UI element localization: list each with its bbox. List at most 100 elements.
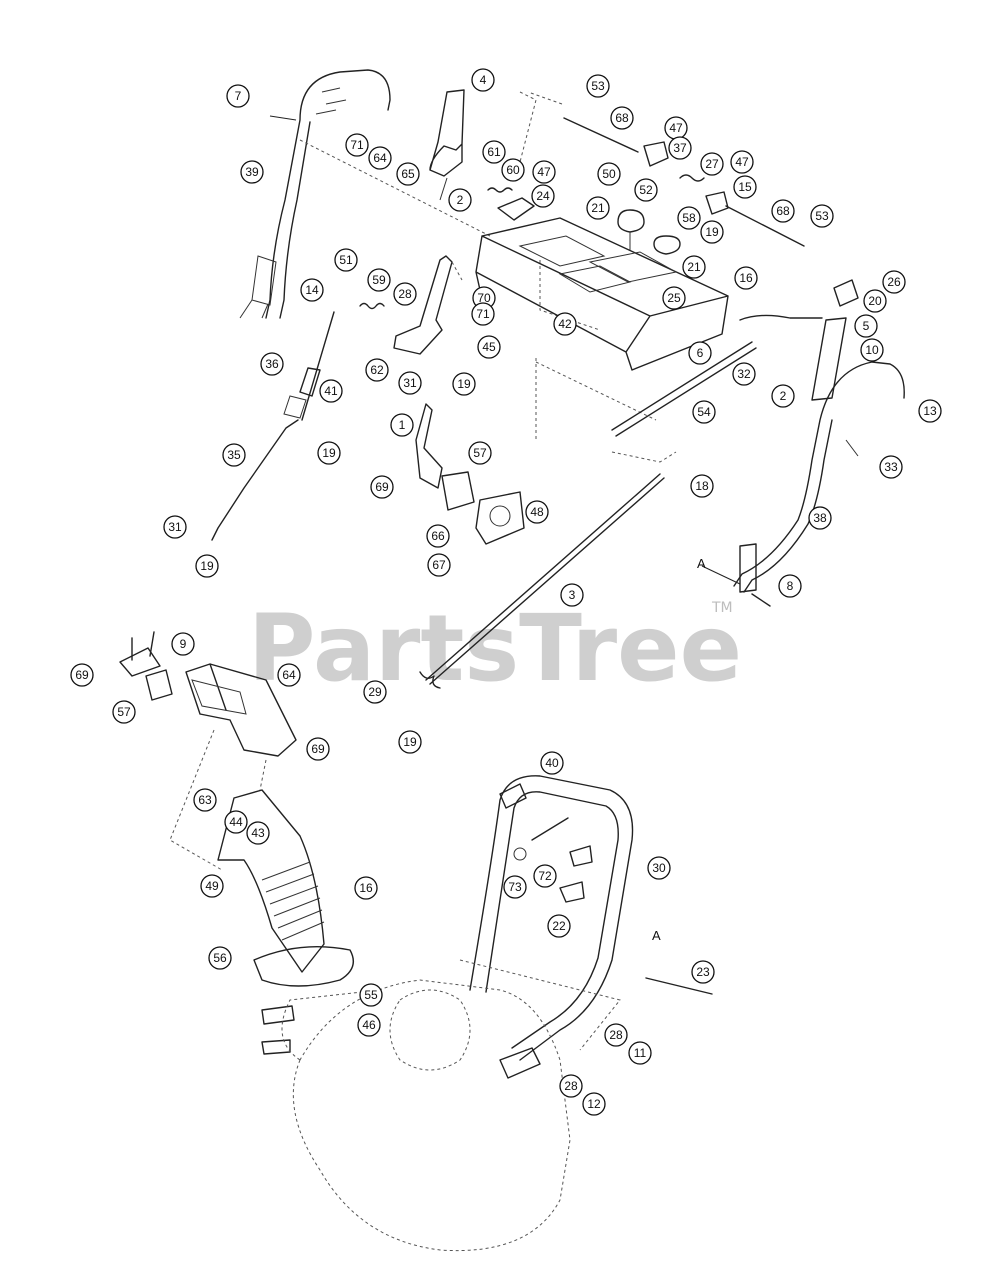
callout-number: 11 xyxy=(634,1046,647,1060)
left-handle-drawing xyxy=(265,69,391,319)
watermark-tm: TM xyxy=(711,600,733,616)
callout-number: 15 xyxy=(738,180,752,194)
callout-number: 69 xyxy=(375,480,389,494)
callout-bubble xyxy=(222,443,246,467)
callout-c28b: 28 xyxy=(604,1023,628,1047)
callout-bubble xyxy=(370,475,394,499)
callout-c19a: 19 xyxy=(700,220,724,244)
bracket-62-drawing xyxy=(393,255,453,355)
callout-number: 69 xyxy=(75,668,89,682)
callout-bubble xyxy=(393,282,417,306)
callout-c57b: 57 xyxy=(112,700,136,724)
callout-c16a: 16 xyxy=(734,266,758,290)
callout-bubble xyxy=(540,751,564,775)
rod-3-hook-drawing xyxy=(419,671,441,689)
callout-number: 28 xyxy=(564,1079,578,1093)
callout-bubble xyxy=(365,358,389,382)
callout-number: 69 xyxy=(311,742,325,756)
chute-deflector-64-drawing xyxy=(185,663,297,757)
bracket-4-drawing xyxy=(429,89,465,177)
callout-number: 22 xyxy=(552,919,566,933)
callout-bubble xyxy=(682,255,706,279)
callout-number: 19 xyxy=(705,225,719,239)
bracket-5-drawing xyxy=(811,317,847,401)
rod-54-drawing xyxy=(611,341,753,431)
callout-bubble xyxy=(668,136,692,160)
callout-number: 54 xyxy=(697,405,711,419)
callout-c51: 51 xyxy=(334,248,358,272)
bracket-30-drawing xyxy=(569,845,593,867)
bracket-22-drawing xyxy=(559,881,585,903)
callout-bubble xyxy=(471,68,495,92)
callout-c12: 12 xyxy=(582,1092,606,1116)
callout-c67: 67 xyxy=(427,553,451,577)
callout-number: 64 xyxy=(373,151,387,165)
callout-bubble xyxy=(677,206,701,230)
callout-number: 19 xyxy=(457,377,471,391)
right-handle-drawing xyxy=(733,361,905,593)
callout-number: 68 xyxy=(776,204,790,218)
callout-c21a: 21 xyxy=(586,196,610,220)
callout-number: 4 xyxy=(480,73,487,87)
callout-c24: 24 xyxy=(531,184,555,208)
callout-bubble xyxy=(468,441,492,465)
callout-number: 36 xyxy=(265,357,279,371)
callout-c58: 58 xyxy=(677,206,701,230)
callout-number: 71 xyxy=(350,138,364,152)
callout-number: 31 xyxy=(403,376,417,390)
callout-number: 12 xyxy=(587,1097,601,1111)
callout-c18: 18 xyxy=(690,474,714,498)
callout-number: 28 xyxy=(398,287,412,301)
knob-21-upper-drawing xyxy=(617,209,645,233)
callout-c65: 65 xyxy=(396,162,420,186)
callout-bubble xyxy=(808,506,832,530)
callout-bubble xyxy=(532,160,556,184)
spring-60-drawing xyxy=(487,187,513,193)
callout-number: 62 xyxy=(370,363,384,377)
callout-number: 23 xyxy=(696,965,710,979)
callout-number: 7 xyxy=(235,89,242,103)
callout-number: 21 xyxy=(591,201,605,215)
callout-c69b: 69 xyxy=(70,663,94,687)
callout-c53a: 53 xyxy=(586,74,610,98)
callout-bubble xyxy=(531,184,555,208)
dash-panel-42-drawing xyxy=(475,217,729,371)
callout-number: 25 xyxy=(667,291,681,305)
bracket-48-drawing xyxy=(475,491,525,545)
rod-23-drawing xyxy=(645,977,713,995)
callout-c9: 9 xyxy=(171,632,195,656)
callout-bubble xyxy=(863,289,887,313)
callout-c26: 26 xyxy=(882,270,906,294)
callout-bubble xyxy=(547,914,571,938)
bracket-24-drawing xyxy=(497,197,535,221)
callout-c29: 29 xyxy=(363,680,387,704)
callout-bubble xyxy=(300,278,324,302)
callout-c43: 43 xyxy=(246,821,270,845)
callout-bubble xyxy=(306,737,330,761)
callout-c36: 36 xyxy=(260,352,284,376)
callout-c52: 52 xyxy=(634,178,658,202)
callout-bubble xyxy=(240,160,264,184)
callout-number: 9 xyxy=(180,637,187,651)
callout-bubble xyxy=(501,158,525,182)
callout-number: 33 xyxy=(884,460,898,474)
callout-bubble xyxy=(662,286,686,310)
callout-bubble xyxy=(112,700,136,724)
callout-bubble xyxy=(586,196,610,220)
callout-c3: 3 xyxy=(560,583,584,607)
callout-bubble xyxy=(357,1013,381,1037)
callout-number: 53 xyxy=(591,79,605,93)
auger-housing-drawing xyxy=(292,979,571,1252)
callout-c1: 1 xyxy=(390,413,414,437)
callout-bubble xyxy=(246,821,270,845)
callout-number: 68 xyxy=(615,111,629,125)
chute-base-ring-drawing xyxy=(253,946,354,987)
callout-bubble xyxy=(879,455,903,479)
callout-c23: 23 xyxy=(691,960,715,984)
callout-bubble xyxy=(171,632,195,656)
callout-number: 47 xyxy=(669,121,683,135)
plate-57-drawing xyxy=(441,471,475,511)
callout-bubble xyxy=(471,302,495,326)
